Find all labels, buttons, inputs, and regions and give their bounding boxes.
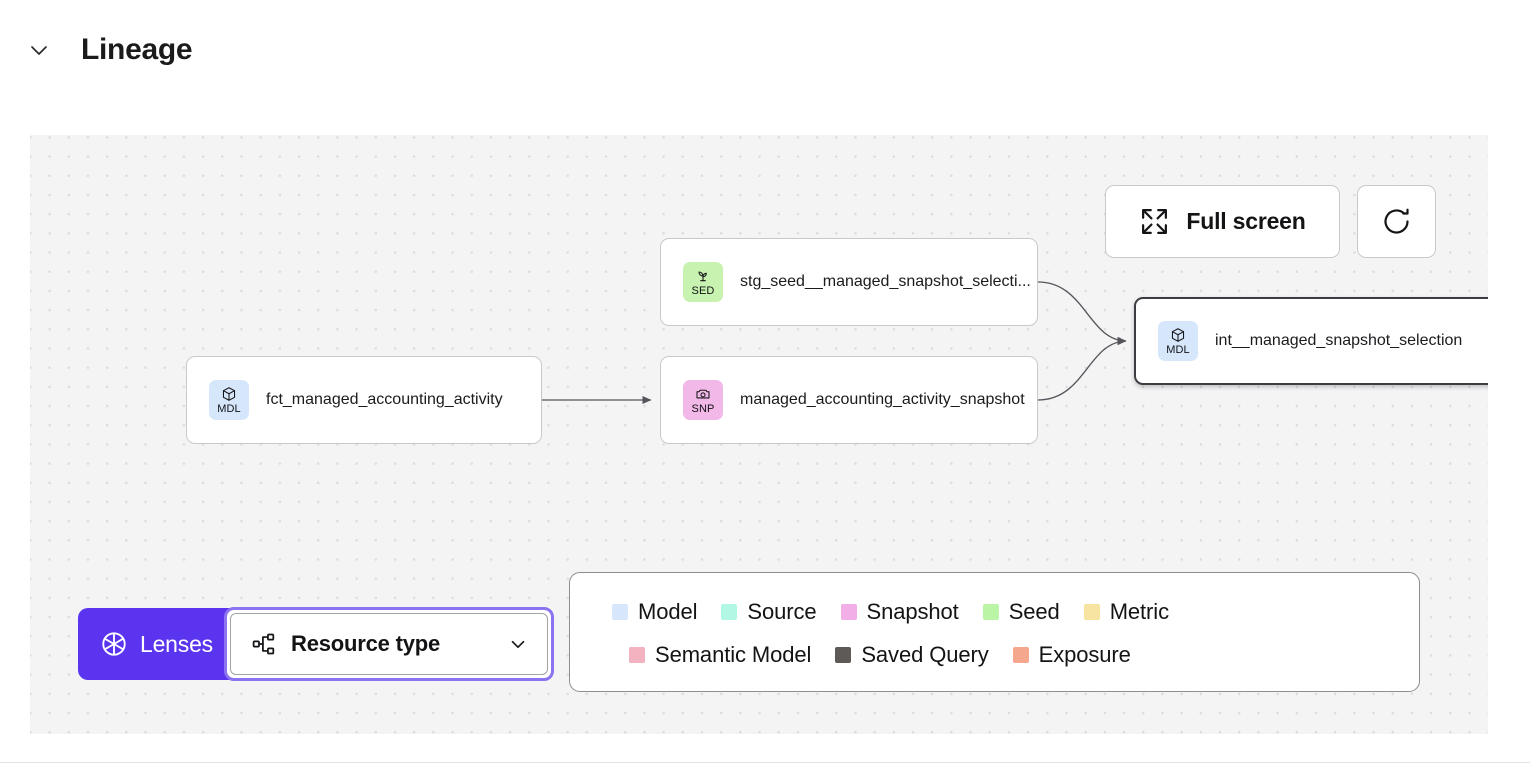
aperture-icon — [100, 630, 128, 658]
node-label: int__managed_snapshot_selection — [1215, 332, 1463, 349]
node-label: fct_managed_accounting_activity — [266, 391, 503, 408]
legend-swatch — [612, 603, 628, 620]
node-badge-abbr: SNP — [691, 402, 715, 415]
legend-swatch — [1012, 646, 1029, 663]
node-badge-abbr: SED — [691, 284, 715, 297]
lineage-canvas[interactable]: MDL fct_managed_accounting_activity SED … — [30, 135, 1488, 734]
lenses-button[interactable]: Lenses — [78, 608, 253, 680]
legend-label: Saved Query — [861, 641, 989, 667]
lineage-section-header: Lineage — [0, 0, 1530, 100]
lenses-label: Lenses — [140, 630, 213, 657]
camera-icon — [695, 385, 711, 402]
legend-swatch — [840, 603, 857, 620]
legend-row: Semantic Model Saved Query Exposure — [612, 633, 1419, 676]
lineage-node-snapshot-snp[interactable]: SNP managed_accounting_activity_snapshot — [660, 356, 1038, 444]
seedling-icon — [695, 267, 711, 284]
node-badge-model: MDL — [1158, 321, 1198, 361]
legend-item-exposure: Exposure — [1012, 641, 1131, 668]
node-badge-snapshot: SNP — [683, 380, 723, 420]
resource-type-dropdown-inner[interactable]: Resource type — [230, 613, 548, 675]
legend-item-semantic-model: Semantic Model — [629, 642, 811, 668]
node-badge-abbr: MDL — [1166, 343, 1190, 356]
lineage-legend: Model Source Snapshot Seed Metric S — [569, 572, 1420, 692]
legend-item-metric: Metric — [1083, 598, 1169, 625]
expand-arrows-icon — [1139, 206, 1170, 237]
chevron-down-icon[interactable] — [25, 36, 53, 64]
refresh-button[interactable] — [1357, 185, 1436, 258]
bottom-divider — [0, 762, 1530, 763]
legend-swatch — [629, 646, 645, 663]
legend-swatch — [1083, 603, 1100, 620]
chevron-down-icon — [507, 633, 529, 655]
resource-type-dropdown[interactable]: Resource type — [224, 607, 554, 681]
legend-swatch — [721, 603, 738, 620]
legend-label: Metric — [1109, 598, 1169, 624]
canvas-toolbar: Full screen — [1105, 185, 1436, 258]
legend-label: Seed — [1008, 598, 1060, 624]
legend-item-source: Source — [721, 598, 817, 625]
legend-label: Semantic Model — [655, 641, 812, 667]
node-badge-abbr: MDL — [217, 402, 241, 415]
legend-label: Exposure — [1038, 641, 1131, 667]
legend-row: Model Source Snapshot Seed Metric — [612, 590, 1419, 633]
node-label: managed_accounting_activity_snapshot — [740, 391, 1025, 408]
resource-type-label: Resource type — [291, 631, 441, 656]
node-label: stg_seed__managed_snapshot_selecti... — [740, 273, 1031, 290]
hierarchy-icon — [251, 631, 277, 657]
legend-swatch — [982, 603, 999, 620]
lineage-node-seed-stg[interactable]: SED stg_seed__managed_snapshot_selecti..… — [660, 238, 1038, 326]
lineage-node-model-int[interactable]: MDL int__managed_snapshot_selection — [1134, 297, 1488, 385]
cube-icon — [221, 385, 237, 402]
legend-label: Source — [747, 598, 817, 624]
legend-label: Model — [638, 598, 698, 624]
cube-icon — [1170, 326, 1186, 343]
legend-item-snapshot: Snapshot — [840, 598, 959, 625]
lineage-node-model-fct[interactable]: MDL fct_managed_accounting_activity — [186, 356, 542, 444]
node-badge-seed: SED — [683, 262, 723, 302]
legend-item-model: Model — [612, 598, 698, 625]
legend-swatch — [835, 646, 852, 663]
legend-item-seed: Seed — [982, 598, 1060, 625]
node-badge-model: MDL — [209, 380, 249, 420]
page-title: Lineage — [81, 33, 193, 66]
fullscreen-button[interactable]: Full screen — [1105, 185, 1340, 258]
fullscreen-label: Full screen — [1186, 208, 1306, 234]
legend-label: Snapshot — [866, 598, 959, 624]
refresh-icon — [1380, 205, 1413, 238]
legend-item-saved-query: Saved Query — [835, 641, 989, 668]
